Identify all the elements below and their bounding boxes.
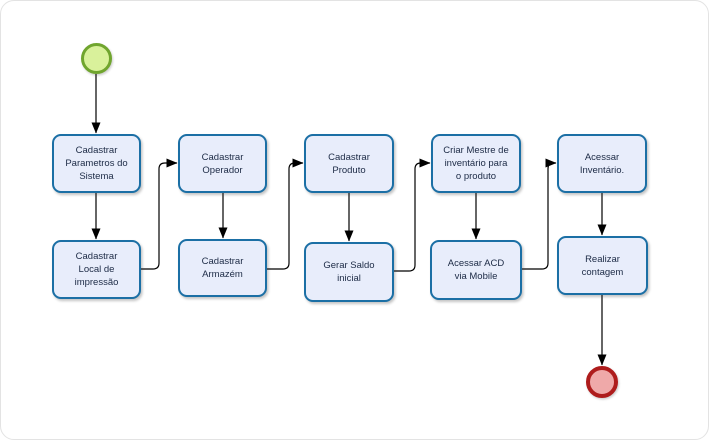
task-node-label-line: Cadastrar	[201, 151, 244, 163]
task-node-label-line: Produto	[332, 164, 366, 176]
task-node-label-line: impressão	[74, 277, 119, 288]
task-node-label-line: Parametros do	[65, 158, 128, 169]
task-node-label-line: Operador	[202, 164, 243, 176]
task-node-label-line: Armazém	[202, 269, 243, 280]
flow-arrow-n4-to-n5	[267, 158, 304, 270]
task-node-label-line: contagem	[581, 266, 624, 278]
task-node-label-line: Local de	[78, 264, 115, 275]
flow-arrow-n8-to-n9	[522, 158, 557, 270]
task-node-label-line: Gerar Saldo	[323, 260, 375, 271]
task-node-label-line: inventário para	[444, 158, 508, 169]
start-event	[80, 42, 112, 74]
task-node-label-line: Criar Mestre de	[443, 145, 509, 156]
task-node-label-line: Cadastrar	[201, 256, 244, 267]
task-node-label-line: Cadastrar	[328, 151, 370, 163]
task-node-label-line: o produto	[455, 171, 497, 182]
task-node-label-line: Cadastrar	[75, 145, 118, 156]
task-node-label-line: Inventário.	[579, 164, 625, 176]
task-node-label-line: inicial	[337, 273, 361, 284]
flow-arrow-n6-to-n7	[394, 158, 431, 272]
task-node-label-line: Realizar	[585, 253, 620, 265]
task-node-n6: Gerar Saldo inicial	[304, 242, 394, 302]
end-event	[586, 366, 618, 398]
task-node-label-line: via Mobile	[454, 271, 498, 282]
task-node-label-line: Acessar ACD	[447, 258, 505, 269]
flow-arrow-n2-to-n3	[141, 158, 178, 270]
task-node-n8: Acessar ACD via Mobile	[430, 240, 522, 300]
task-node-label-line: Acessar	[584, 151, 620, 163]
task-node-label-line: Sistema	[79, 171, 114, 182]
task-node-label-line: Cadastrar	[75, 251, 118, 262]
task-node-n7: Criar Mestre de inventário para o produto	[431, 134, 521, 193]
